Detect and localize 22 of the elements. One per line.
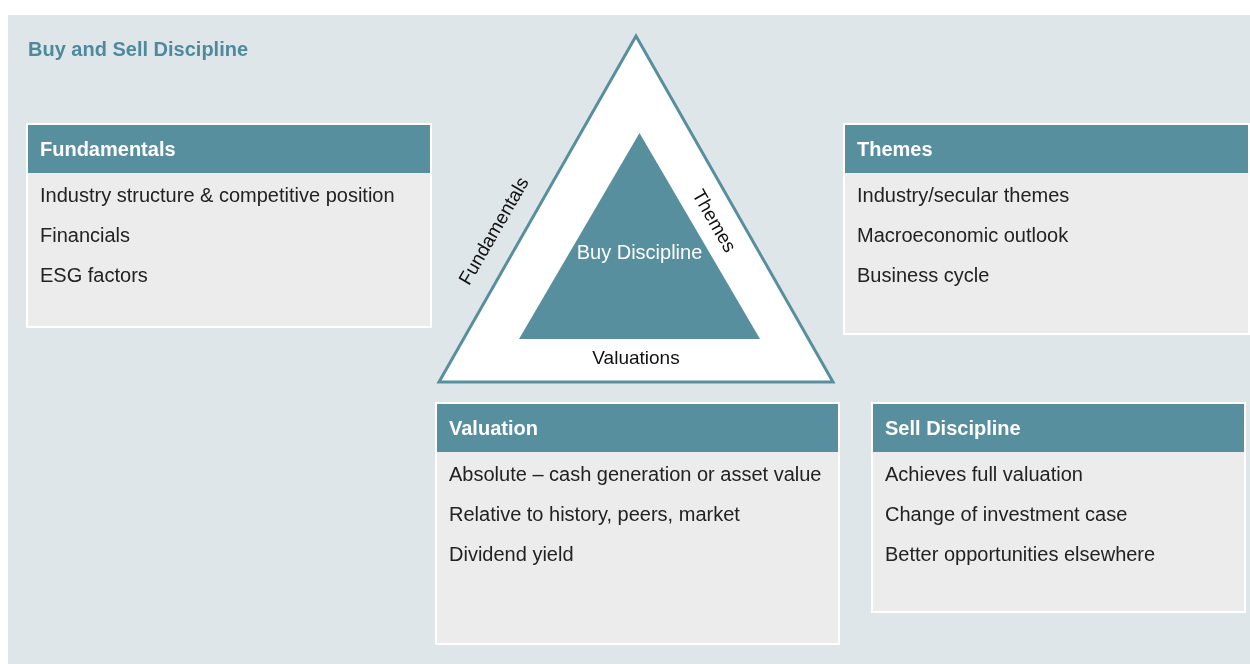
list-item: Absolute – cash generation or asset value: [448, 462, 823, 487]
info-card: [843, 123, 1250, 335]
info-card: [435, 402, 840, 645]
list-item: Macroeconomic outlook: [856, 223, 1070, 248]
list-item: Industry structure & competitive position: [39, 183, 396, 208]
list-item: Financials: [39, 223, 132, 248]
list-item: Industry/secular themes: [856, 183, 1071, 208]
list-item: Relative to history, peers, market: [448, 502, 741, 527]
side-label: Valuations: [592, 347, 680, 369]
list-item: Achieves full valuation: [884, 462, 1084, 487]
card-header: Themes: [845, 125, 1248, 173]
card-header: Sell Discipline: [873, 404, 1244, 452]
panel-title: Buy and Sell Discipline: [28, 38, 249, 61]
info-card: [871, 402, 1246, 613]
list-item: Change of investment case: [884, 502, 1129, 527]
list-item: Dividend yield: [448, 542, 575, 567]
info-card: [26, 123, 432, 328]
list-item: ESG factors: [39, 263, 149, 288]
card-header: Valuation: [437, 404, 838, 452]
card-header: Fundamentals: [28, 125, 430, 173]
list-item: Business cycle: [856, 263, 991, 288]
list-item: Better opportunities elsewhere: [884, 542, 1157, 567]
